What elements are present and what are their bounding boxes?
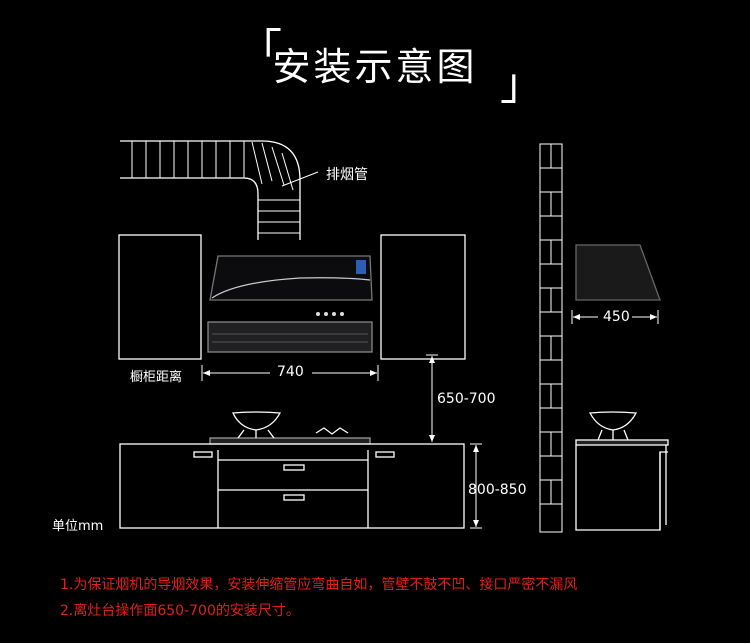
- note-1: 1.为保证烟机的导烟效果，安装伸缩管应弯曲自如，管壁不鼓不凹、接口严密不漏风: [60, 577, 578, 593]
- energy-label: [356, 260, 366, 274]
- height-dimension-label: 650-700: [437, 391, 496, 407]
- counter-height-dimension: [470, 443, 482, 529]
- hood-side-view: [575, 244, 661, 301]
- base-cabinet: [119, 443, 465, 529]
- width-dimension-label: 740: [277, 364, 304, 380]
- exhaust-pipe-leader: [281, 171, 319, 187]
- width-dimension: [201, 365, 379, 381]
- range-hood: [207, 255, 373, 353]
- cabinet-side-view: [575, 445, 668, 531]
- counter-height-label: 800-850: [468, 482, 527, 498]
- depth-dimension-label: 450: [603, 309, 630, 325]
- upper-cabinet-right: [380, 234, 466, 360]
- cabinet-distance-label: 橱柜距离: [130, 370, 183, 385]
- control-buttons: [316, 312, 344, 316]
- page-title: 安装示意图: [272, 45, 478, 89]
- stove-side-view: [575, 411, 669, 446]
- note-2: 2.离灶台操作面650-700的安装尺寸。: [60, 603, 300, 619]
- exhaust-pipe-label: 排烟管: [326, 167, 368, 183]
- stove: [209, 411, 371, 445]
- brick-wall: [539, 143, 563, 533]
- title-bracket-left: 「: [238, 25, 282, 76]
- unit-label: 单位mm: [52, 519, 104, 534]
- title-bracket-right: 」: [500, 59, 544, 110]
- height-dimension: [426, 354, 438, 442]
- upper-cabinet-left: [118, 234, 202, 360]
- exhaust-pipe: [120, 140, 301, 240]
